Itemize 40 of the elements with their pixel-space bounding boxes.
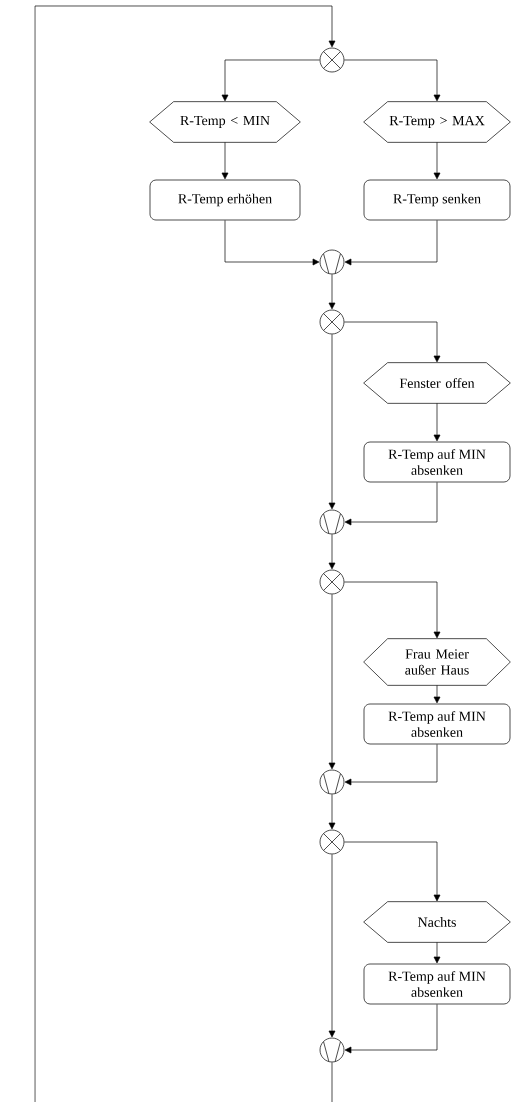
- arrow: [344, 220, 438, 266]
- arrow: [344, 1004, 438, 1054]
- process-box: R-Temp auf MIN absenken: [363, 441, 511, 483]
- process-box: R-Temp senken: [363, 179, 511, 221]
- condition-hexagon: Frau Meier außer Haus: [363, 638, 511, 686]
- merge-connector: [319, 249, 345, 275]
- arrow: [433, 142, 441, 180]
- arrow: [344, 321, 441, 363]
- arrow: [344, 744, 438, 786]
- split-connector: [319, 309, 345, 335]
- split-connector: [319, 569, 345, 595]
- arrow: [328, 594, 336, 770]
- condition-hexagon: R-Temp < MIN: [149, 101, 301, 143]
- arrow: [433, 942, 441, 964]
- arrow: [221, 142, 229, 180]
- arrow: [344, 482, 438, 526]
- arrow: [221, 59, 320, 102]
- arrow: [344, 59, 441, 102]
- arrow: [328, 794, 336, 830]
- arrow: [344, 581, 441, 639]
- split-connector: [319, 829, 345, 855]
- process-box: R-Temp auf MIN absenken: [363, 963, 511, 1005]
- arrow: [328, 534, 336, 570]
- merge-connector: [319, 769, 345, 795]
- arrow: [34, 5, 336, 1102]
- arrow: [433, 403, 441, 442]
- condition-hexagon: Nachts: [363, 901, 511, 943]
- merge-connector: [319, 509, 345, 535]
- process-box: R-Temp erhöhen: [149, 179, 301, 221]
- split-connector: [319, 47, 345, 73]
- condition-hexagon: Fenster offen: [363, 362, 511, 404]
- merge-connector: [319, 1037, 345, 1063]
- arrow: [433, 685, 441, 704]
- arrow: [224, 220, 320, 266]
- process-box: R-Temp auf MIN absenken: [363, 703, 511, 745]
- arrow: [344, 841, 441, 902]
- arrow: [328, 274, 336, 310]
- arrow: [328, 334, 336, 510]
- arrow: [328, 854, 336, 1038]
- condition-hexagon: R-Temp > MAX: [363, 101, 511, 143]
